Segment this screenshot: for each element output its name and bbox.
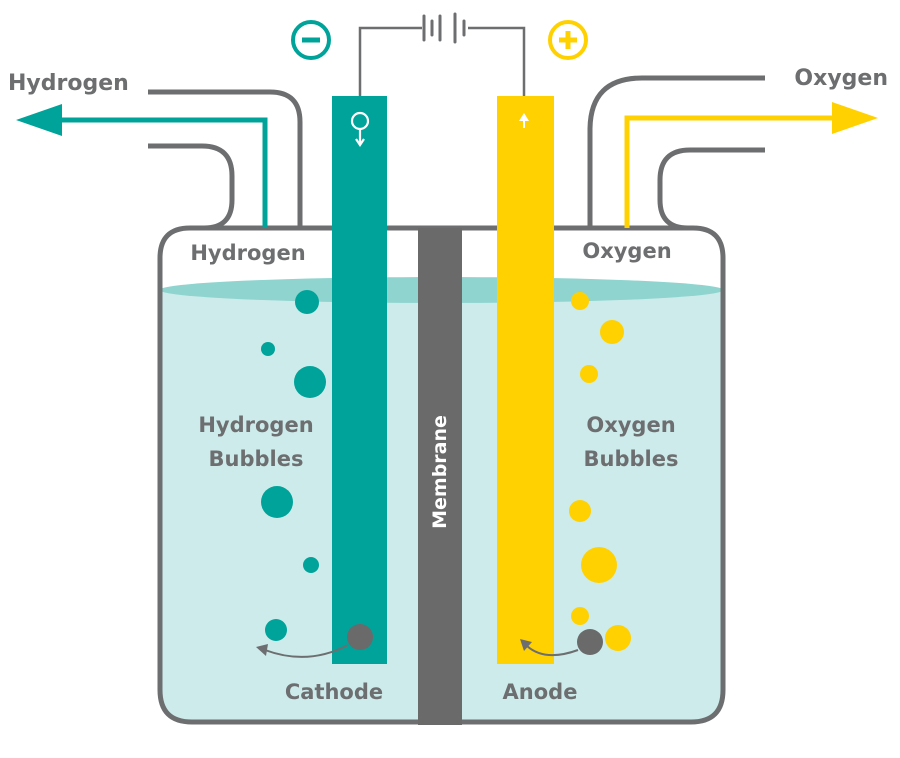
oxygen-bubble	[571, 292, 589, 310]
oxygen-bubble	[571, 607, 589, 625]
cathode-electrode	[332, 96, 387, 664]
minus-circle-icon	[291, 20, 331, 60]
hydrogen-bubbles	[261, 290, 326, 641]
oxygen-bubbles-label-line1: Oxygen	[586, 413, 675, 437]
hydrogen-flow-line	[60, 117, 268, 228]
hydrogen-bubbles-label-line2: Bubbles	[209, 447, 304, 471]
plus-circle-icon	[548, 20, 588, 60]
oxygen-bubble	[580, 365, 598, 383]
hydrogen-pipe-inner	[148, 143, 235, 231]
hydrogen-bubbles-label-line1: Hydrogen	[198, 413, 313, 437]
oxygen-bubble	[569, 500, 591, 522]
hydrogen-bubble	[303, 557, 319, 573]
cathode-label: Cathode	[285, 680, 383, 704]
hydrogen-gas-label: Hydrogen	[190, 241, 305, 265]
membrane-label: Membrane	[429, 415, 451, 529]
hydrogen-bubble	[265, 619, 287, 641]
hydrogen-output-label: Hydrogen	[8, 71, 129, 96]
hydrogen-bubble	[294, 366, 326, 398]
oxygen-arrowhead	[832, 102, 878, 134]
oxygen-bubble	[600, 320, 624, 344]
oxygen-bubble	[605, 625, 631, 651]
battery-icon	[422, 12, 466, 44]
arrow-up-icon	[519, 113, 529, 128]
membrane	[418, 228, 462, 725]
oxygen-pipe-outer	[587, 75, 765, 228]
circuit-wire-left	[358, 26, 422, 96]
hydrogen-pipe-outer	[148, 89, 303, 228]
oxygen-bubbles-label-line2: Bubbles	[584, 447, 679, 471]
hydrogen-arrowhead	[16, 104, 62, 136]
hydrogen-bubble	[261, 342, 275, 356]
oxygen-pipe-inner	[657, 147, 765, 231]
circuit-wire-right	[468, 26, 526, 96]
anode-electrode	[497, 96, 554, 664]
hydrogen-bubble	[261, 486, 293, 518]
anode-label: Anode	[503, 680, 578, 704]
oxygen-gas-label: Oxygen	[582, 239, 671, 263]
oxygen-bubbles	[569, 292, 631, 651]
anode-reaction-arrow	[520, 629, 603, 657]
female-symbol-icon	[350, 111, 370, 147]
cathode-reaction-arrow	[256, 624, 373, 658]
oxygen-flow-line	[624, 115, 835, 228]
oxygen-output-label: Oxygen	[794, 66, 888, 91]
oxygen-bubble	[581, 547, 617, 583]
hydrogen-bubble	[295, 290, 319, 314]
